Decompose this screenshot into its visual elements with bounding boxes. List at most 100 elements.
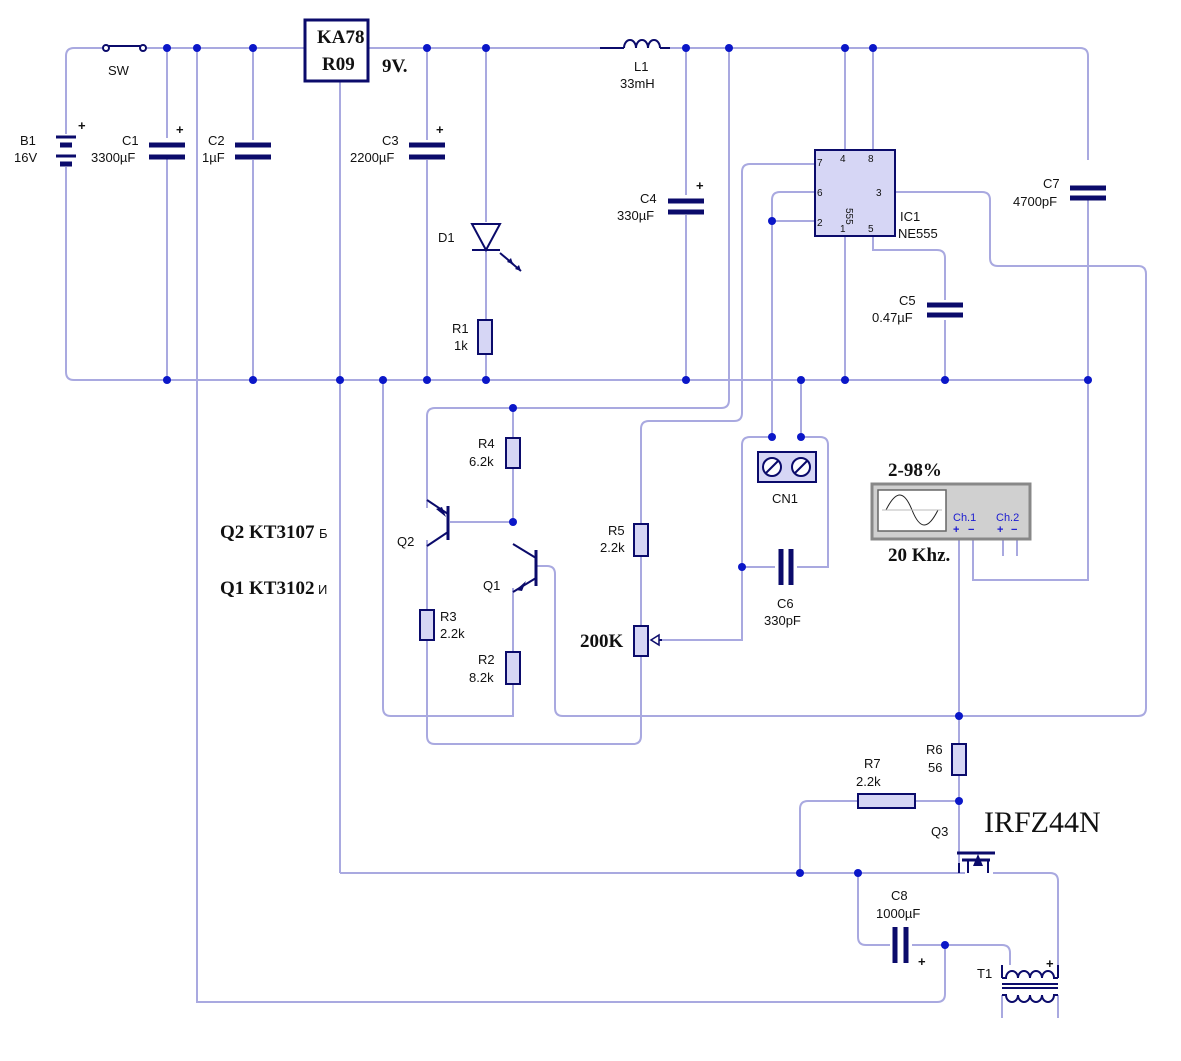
battery-b1: + B1 16V xyxy=(14,118,86,167)
b1-value: 16V xyxy=(14,150,37,165)
svg-text:6: 6 xyxy=(817,188,823,199)
svg-text:2: 2 xyxy=(817,218,823,229)
pot-value: 200K xyxy=(580,631,624,652)
q2-ref: Q2 xyxy=(397,534,414,549)
c6-ref: C6 xyxy=(777,596,794,611)
c1-value: 3300µF xyxy=(91,150,135,165)
inductor-l1: L1 33mH xyxy=(600,39,670,91)
r6-value: 56 xyxy=(928,760,942,775)
capacitor-c8: + C8 1000µF xyxy=(876,888,926,969)
r7-value: 2.2k xyxy=(856,774,881,789)
r5-ref: R5 xyxy=(608,523,625,538)
l1-value: 33mH xyxy=(620,76,655,91)
b1-plus: + xyxy=(78,118,86,133)
capacitor-c3: + C3 2200µF xyxy=(350,122,445,165)
c2-ref: C2 xyxy=(208,133,225,148)
resistor-r3: R3 2.2k xyxy=(419,609,465,641)
c7-value: 4700pF xyxy=(1013,194,1057,209)
resistor-r2: R2 8.2k xyxy=(469,651,521,685)
ic1-ref: IC1 xyxy=(900,209,920,224)
regulator-ka78r09: KA78 R09 9V. xyxy=(303,18,408,83)
r5-value: 2.2k xyxy=(600,540,625,555)
scope-duty: 2-98% xyxy=(888,460,942,481)
junction-dots xyxy=(163,44,1092,949)
svg-text:+: + xyxy=(436,122,444,137)
c4-ref: C4 xyxy=(640,191,657,206)
q1-ref: Q1 xyxy=(483,578,500,593)
r2-ref: R2 xyxy=(478,652,495,667)
q3-ref: Q3 xyxy=(931,824,948,839)
capacitor-c2: C2 1µF xyxy=(202,133,271,165)
resistor-r5: R5 2.2k xyxy=(600,523,649,557)
r4-ref: R4 xyxy=(478,436,495,451)
switch-sw[interactable]: SW xyxy=(102,44,147,78)
ic1-value: NE555 xyxy=(898,226,938,241)
potentiometer-200k[interactable]: 200K xyxy=(580,625,662,657)
scope-freq: 20 Khz. xyxy=(888,545,950,566)
r1-value: 1k xyxy=(454,338,468,353)
ic1-body-text: 555 xyxy=(843,208,854,225)
led-d1: D1 xyxy=(438,223,522,272)
c3-value: 2200µF xyxy=(350,150,394,165)
svg-text:+: + xyxy=(1046,956,1054,971)
part-notes: Q2 KT3107 Б Q1 KT3102 И xyxy=(220,522,328,599)
t1-ref: T1 xyxy=(977,966,992,981)
r7-ref: R7 xyxy=(864,756,881,771)
capacitor-c6: C6 330pF xyxy=(764,549,801,628)
q2-part-suffix: Б xyxy=(319,526,328,541)
c3-ref: C3 xyxy=(382,133,399,148)
l1-ref: L1 xyxy=(634,59,648,74)
mosfet-q3: Q3 IRFZ44N xyxy=(931,806,1101,873)
svg-text:7: 7 xyxy=(817,158,823,169)
q1-part-note: Q1 KT3102 xyxy=(220,578,314,599)
q2-part-note: Q2 KT3107 xyxy=(220,522,315,543)
q3-part: IRFZ44N xyxy=(984,806,1101,839)
capacitor-c5: C5 0.47µF xyxy=(872,293,963,325)
resistor-r1: R1 1k xyxy=(452,319,493,355)
svg-text:−: − xyxy=(1011,524,1017,536)
capacitor-c1: + C1 3300µF xyxy=(91,122,185,165)
transistor-q1: Q1 xyxy=(483,543,538,593)
c5-ref: C5 xyxy=(899,293,916,308)
c7-ref: C7 xyxy=(1043,176,1060,191)
sw-label: SW xyxy=(108,63,130,78)
reg-output: 9V. xyxy=(382,56,408,77)
transistor-q2: Q2 xyxy=(397,499,450,549)
resistor-r4: R4 6.2k xyxy=(469,436,521,469)
scope-ch1: Ch.1 xyxy=(953,512,976,524)
capacitor-c4: + C4 330µF xyxy=(617,178,704,223)
svg-text:3: 3 xyxy=(876,188,882,199)
r6-ref: R6 xyxy=(926,742,943,757)
c4-value: 330µF xyxy=(617,208,654,223)
reg-line1: KA78 xyxy=(317,27,365,48)
c8-ref: C8 xyxy=(891,888,908,903)
d1-ref: D1 xyxy=(438,230,455,245)
q1-part-suffix: И xyxy=(318,582,327,597)
svg-text:+: + xyxy=(696,178,704,193)
connector-cn1: CN1 xyxy=(757,451,817,506)
oscilloscope: 2-98% Ch.1 Ch.2 + − + − 20 Khz. xyxy=(870,460,1032,566)
transformer-t1: + T1 xyxy=(977,956,1059,1003)
cn1-ref: CN1 xyxy=(772,491,798,506)
r3-value: 2.2k xyxy=(440,626,465,641)
capacitor-c7: C7 4700pF xyxy=(1013,176,1106,209)
svg-text:+: + xyxy=(918,954,926,969)
c5-value: 0.47µF xyxy=(872,310,913,325)
svg-text:4: 4 xyxy=(840,154,846,165)
r1-ref: R1 xyxy=(452,321,469,336)
c1-ref: C1 xyxy=(122,133,139,148)
resistor-r6: R6 56 xyxy=(926,742,967,776)
ic1-ne555: 7 4 8 6 3 2 1 5 555 IC1 NE555 xyxy=(814,149,938,241)
scope-ch2: Ch.2 xyxy=(996,512,1019,524)
svg-text:5: 5 xyxy=(868,224,874,235)
svg-text:+: + xyxy=(176,122,184,137)
c2-value: 1µF xyxy=(202,150,225,165)
c6-value: 330pF xyxy=(764,613,801,628)
svg-text:+: + xyxy=(997,524,1003,536)
r3-ref: R3 xyxy=(440,609,457,624)
svg-text:8: 8 xyxy=(868,154,874,165)
b1-ref: B1 xyxy=(20,133,36,148)
c8-value: 1000µF xyxy=(876,906,920,921)
svg-text:−: − xyxy=(968,524,974,536)
